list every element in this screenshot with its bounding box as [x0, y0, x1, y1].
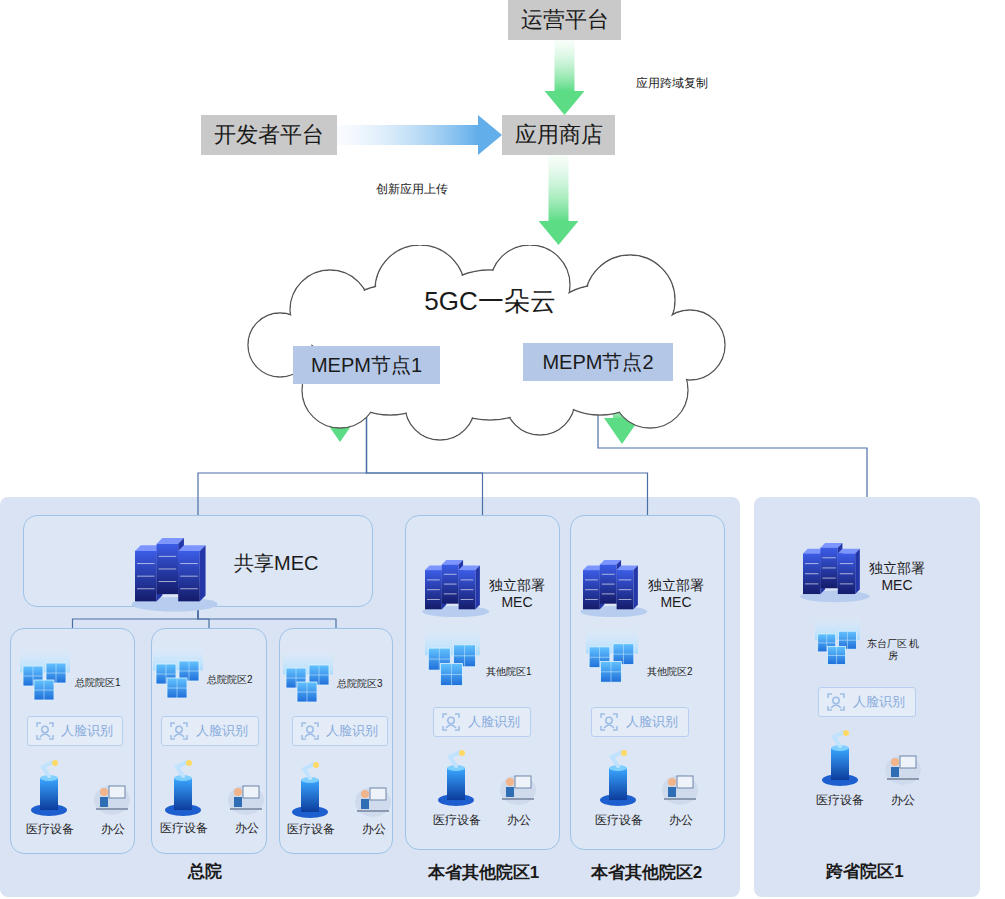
platform-box: 开发者平台 — [201, 115, 337, 155]
medical-device-icon — [292, 762, 328, 818]
node-text: 医疗设备 — [154, 821, 214, 835]
server-icon — [422, 560, 489, 617]
node-text: 本省其他院区2 — [579, 863, 714, 883]
app-box: 人脸识别 — [292, 716, 388, 746]
node-text: 人脸识别 — [468, 714, 520, 730]
platform-box: 应用商店 — [502, 115, 615, 155]
node-text: 人脸识别 — [626, 714, 678, 730]
connector-line — [198, 607, 209, 628]
campus-box: 人脸识别独立部署 MEC其他院区2医疗设备办公本省其他院区2 — [570, 515, 725, 850]
node-text: 医疗设备 — [589, 813, 649, 827]
node-text: 办公 — [661, 813, 701, 827]
node-text: MEPM节点2 — [542, 350, 653, 374]
medical-device-icon — [438, 750, 474, 806]
office-icon — [228, 785, 264, 815]
node-text: 共享MEC — [234, 551, 354, 575]
node-text: 其他院区2 — [647, 666, 709, 678]
flow-arrow — [337, 125, 478, 145]
hospital-panel — [0, 497, 740, 897]
node-text: 独立部署 MEC — [486, 577, 548, 611]
mepm-node: MEPM节点2 — [523, 343, 673, 381]
node-text: 应用商店 — [515, 122, 603, 148]
server-icon — [800, 543, 870, 602]
medical-device-icon — [31, 760, 67, 816]
server-icon — [20, 645, 70, 700]
server-icon — [425, 625, 480, 686]
app-box: 人脸识别 — [433, 707, 531, 737]
node-text: 医疗设备 — [810, 793, 870, 807]
face-icon — [301, 722, 319, 740]
server-icon — [283, 647, 333, 702]
office-icon — [500, 775, 536, 805]
node-text: 办公 — [227, 821, 267, 835]
medical-device-icon — [822, 730, 858, 786]
server-icon — [815, 615, 860, 665]
medical-device-icon — [165, 760, 201, 816]
flow-arrow — [555, 40, 575, 91]
app-box: 人脸识别 — [591, 707, 689, 737]
node-text: 医疗设备 — [427, 813, 487, 827]
server-icon — [131, 538, 217, 611]
node-text: 办公 — [354, 822, 394, 836]
node-text: 总院 — [155, 862, 255, 882]
node-text: 医疗设备 — [281, 822, 341, 836]
app-box: 人脸识别 — [161, 716, 259, 746]
node-text: 人脸识别 — [326, 723, 378, 739]
cloud: MEPM节点1 MEPM节点2 5GC一朵云 — [245, 245, 730, 445]
office-icon — [885, 755, 921, 785]
node-text: 独立部署 MEC — [866, 560, 928, 594]
office-icon — [94, 785, 130, 815]
node-text: 其他院区1 — [486, 666, 548, 678]
platform-box: 运营平台 — [508, 0, 621, 40]
campus-box: 人脸识别独立部署 MEC其他院区1医疗设备办公本省其他院区1 — [405, 515, 560, 850]
node-text: 开发者平台 — [214, 122, 324, 148]
node-text: 运营平台 — [521, 7, 609, 33]
face-icon — [36, 722, 54, 740]
face-icon — [827, 693, 845, 711]
server-icon — [580, 560, 647, 617]
node-text: 总院院区1 — [75, 677, 135, 689]
server-icon — [153, 643, 203, 698]
connector-line — [198, 607, 336, 628]
node-text: 人脸识别 — [853, 694, 905, 710]
app-box: 人脸识别 — [27, 716, 123, 746]
node-text: 5GC一朵云 — [400, 286, 580, 317]
flow-arrow — [549, 155, 569, 221]
node-text: 人脸识别 — [196, 723, 248, 739]
node-text: 独立部署 MEC — [645, 577, 707, 611]
mepm-node: MEPM节点1 — [293, 346, 440, 384]
office-icon — [355, 787, 391, 817]
node-text: 总院院区2 — [207, 674, 267, 686]
node-text: 人脸识别 — [61, 723, 113, 739]
medical-device-icon — [600, 750, 636, 806]
node-text: 医疗设备 — [20, 822, 80, 836]
face-icon — [170, 722, 188, 740]
node-text: 跨省院区1 — [805, 862, 925, 882]
office-icon — [662, 775, 698, 805]
face-icon — [600, 713, 618, 731]
node-text: 总院院区3 — [337, 678, 393, 690]
node-text: MEPM节点1 — [311, 353, 422, 377]
edge-label: 应用跨域复制 — [622, 76, 722, 90]
edge-label: 创新应用上传 — [362, 182, 462, 196]
server-icon — [586, 625, 638, 682]
node-text: 办公 — [499, 813, 539, 827]
node-text: 办公 — [93, 822, 133, 836]
node-text: 东台厂区 机房 — [864, 638, 922, 662]
node-text: 办公 — [883, 793, 923, 807]
face-icon — [442, 713, 460, 731]
node-text: 本省其他院区1 — [416, 863, 551, 883]
app-box: 人脸识别 — [818, 687, 916, 717]
hospital-panel: 人脸识别 独立部署 MEC 东台厂区 机房医疗设备办公跨省院区1 — [754, 497, 980, 897]
